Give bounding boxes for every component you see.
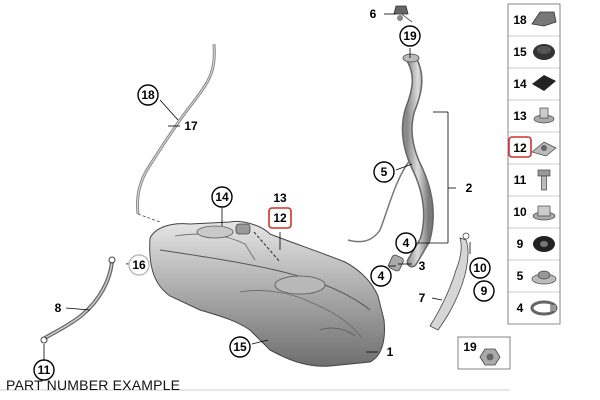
callout-label: 4 bbox=[378, 269, 385, 283]
callout-label: 7 bbox=[419, 291, 426, 305]
panel-item-number: 11 bbox=[514, 173, 527, 187]
bracket bbox=[40, 256, 116, 344]
callout-c6: 6 bbox=[370, 7, 377, 21]
panel-item: 14 bbox=[508, 75, 560, 101]
panel-item-number: 13 bbox=[513, 109, 527, 123]
hose-clamp-icon bbox=[530, 300, 558, 316]
callout-label: 3 bbox=[419, 259, 426, 273]
callout-c4b: 4 bbox=[370, 265, 392, 287]
panel-item: 18 bbox=[508, 11, 560, 37]
panel-item: 13 bbox=[508, 107, 560, 133]
callout-label: 4 bbox=[403, 236, 410, 250]
callout-label: 11 bbox=[38, 363, 51, 377]
callout-label: 8 bbox=[55, 301, 62, 315]
callout-label: 14 bbox=[215, 190, 229, 204]
panel-item-number: 12 bbox=[513, 141, 527, 155]
clip-icon bbox=[531, 11, 557, 27]
callout-label: 17 bbox=[184, 119, 198, 133]
callout-label: 13 bbox=[273, 191, 287, 205]
panel-item: 12 bbox=[508, 136, 560, 165]
callout-c17: 17 bbox=[184, 119, 198, 133]
callout-label: 2 bbox=[466, 181, 473, 195]
bracket-nut-icon bbox=[531, 141, 557, 157]
panel-item: 10 bbox=[508, 205, 560, 229]
callout-c2: 2 bbox=[466, 181, 473, 195]
callout-label: 6 bbox=[370, 7, 377, 21]
callout-c5: 5 bbox=[373, 161, 395, 183]
caption: PART NUMBER EXAMPLE bbox=[6, 377, 181, 393]
callout-c8: 8 bbox=[55, 301, 62, 315]
panel-item-number: 5 bbox=[517, 269, 524, 283]
panel-item-number: 4 bbox=[517, 301, 524, 315]
nut-icon bbox=[533, 107, 555, 124]
panel-item-number: 14 bbox=[513, 77, 527, 91]
heat-shield bbox=[429, 232, 470, 331]
callout-c11: 11 bbox=[33, 359, 55, 381]
callout-c14: 14 bbox=[211, 186, 233, 208]
fuel-cap bbox=[393, 5, 409, 21]
panel-item: 15 bbox=[508, 44, 560, 69]
callout-label: 18 bbox=[141, 88, 155, 102]
filler-pipe bbox=[347, 11, 435, 272]
callout-c7: 7 bbox=[419, 291, 426, 305]
vent-line bbox=[136, 43, 216, 223]
flange-nut-icon bbox=[532, 205, 556, 221]
rubber-cap-icon bbox=[533, 44, 555, 60]
fuel-tank bbox=[149, 221, 385, 367]
callout-label: 16 bbox=[132, 258, 146, 272]
callout-c9: 9 bbox=[473, 280, 495, 302]
callout-label: 15 bbox=[233, 340, 247, 354]
foam-pad-icon bbox=[532, 75, 556, 91]
hex-nut-icon bbox=[479, 348, 501, 366]
callout-c15: 15 bbox=[229, 336, 251, 358]
callout-c19: 19 bbox=[399, 25, 421, 47]
panel-item-number: 15 bbox=[513, 45, 527, 59]
callout-label: 10 bbox=[473, 261, 487, 275]
callout-c10: 10 bbox=[469, 257, 491, 279]
panel-item: 4 bbox=[508, 300, 560, 325]
callout-label: 5 bbox=[381, 165, 388, 179]
callout-c4a: 4 bbox=[395, 232, 417, 254]
callout-c18: 18 bbox=[137, 84, 159, 106]
panel-item: 9 bbox=[508, 236, 560, 261]
callout-label: 9 bbox=[481, 284, 488, 298]
collar-nut-icon bbox=[531, 270, 557, 285]
panel-item: 19 bbox=[463, 340, 501, 366]
callout-c16: 16 bbox=[128, 254, 150, 276]
panel-item-number: 19 bbox=[463, 340, 477, 354]
callout-c12: 12 bbox=[268, 207, 292, 229]
callout-c3: 3 bbox=[419, 259, 426, 273]
panel-item: 11 bbox=[508, 169, 560, 197]
panel-item-number: 10 bbox=[513, 205, 527, 219]
panel-item-number: 9 bbox=[517, 237, 524, 251]
panel-item: 5 bbox=[508, 269, 560, 293]
parts-panel: 18 15 14 13 12 11 10 9 5 4 19 bbox=[457, 3, 561, 370]
callout-label: 1 bbox=[387, 345, 394, 359]
bolt-icon bbox=[537, 169, 551, 191]
callout-label: 19 bbox=[403, 29, 417, 43]
callout-c1: 1 bbox=[387, 345, 394, 359]
callout-c13: 13 bbox=[273, 191, 287, 205]
panel-item-number: 18 bbox=[513, 13, 527, 27]
callout-label: 12 bbox=[273, 211, 287, 225]
grommet-icon bbox=[533, 236, 555, 252]
